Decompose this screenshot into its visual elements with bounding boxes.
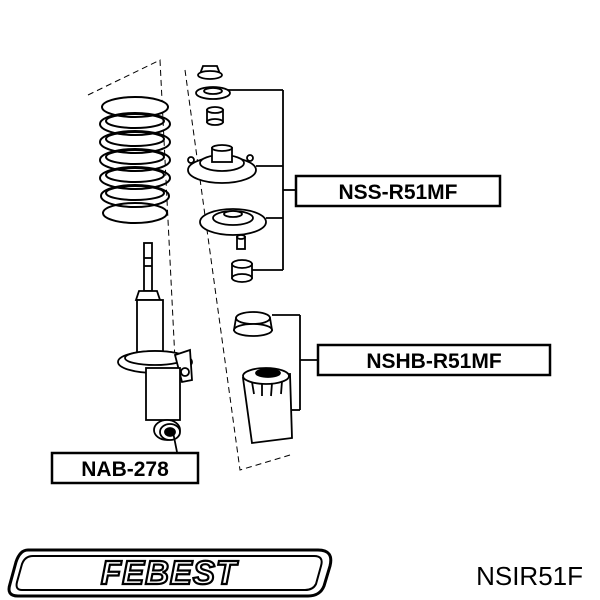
assembly-dashed-outline	[87, 59, 291, 471]
febest-logo: FEBEST	[7, 548, 333, 598]
callout-lower-bushing: NAB-278	[50, 451, 200, 485]
bearing-plate	[199, 208, 267, 236]
part-code: NSIR51F	[476, 561, 583, 591]
bump-stop	[232, 311, 274, 337]
upper-bushing	[206, 106, 224, 126]
shock-absorber	[117, 242, 193, 441]
top-nut	[197, 65, 223, 80]
spacer	[236, 234, 246, 250]
dust-boot	[241, 367, 293, 445]
callout-top-mount: NSS-R51MF	[294, 174, 502, 208]
leader-lines	[172, 89, 318, 453]
lower-collar	[231, 259, 253, 283]
callout-bump-stop: NSHB-R51MF	[316, 343, 552, 377]
upper-washer	[195, 86, 231, 100]
febest-logo-text: FEBEST	[101, 554, 239, 591]
callout-lower-bushing-label: NAB-278	[81, 458, 169, 481]
coil-spring	[99, 96, 171, 224]
callout-bump-stop-label: NSHB-R51MF	[366, 350, 502, 373]
callout-top-mount-label: NSS-R51MF	[338, 181, 457, 204]
strut-mount	[187, 144, 257, 184]
lower-bushing	[159, 423, 181, 441]
